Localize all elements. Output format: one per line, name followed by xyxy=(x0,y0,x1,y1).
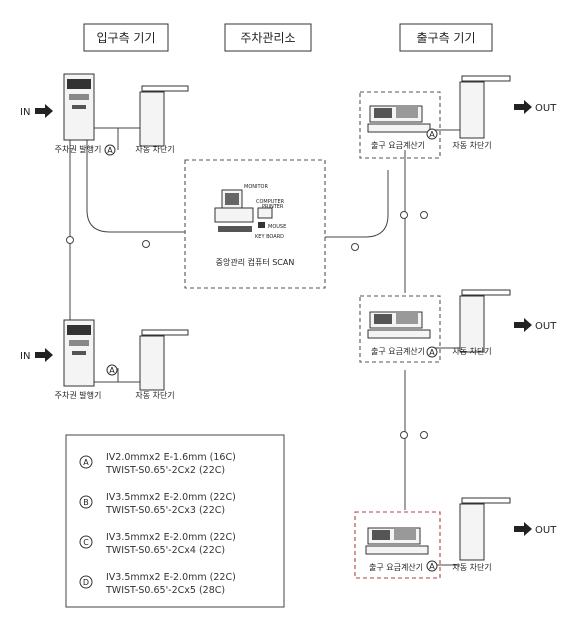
header-exit-text: 출구측 기기 xyxy=(416,31,475,45)
in-arrow-1: IN xyxy=(20,104,53,118)
junction-markers xyxy=(66,211,428,439)
computer-label: COMPUTER xyxy=(256,199,285,205)
central-computer-label: 중앙관리 컴퓨터 SCAN xyxy=(216,257,295,267)
svg-text:C: C xyxy=(83,538,89,547)
wiring xyxy=(69,127,460,566)
marker-a-entry-2: A xyxy=(106,364,118,376)
legend-item-d: D IV3.5mmx2 E-2.0mm (22C) TWIST-S0.65'-2… xyxy=(79,572,236,596)
ticket-issuer-label-2: 주차권 발행기 xyxy=(55,390,102,400)
barrier-label-entry-1: 자동 차단기 xyxy=(135,144,174,154)
in-label-2: IN xyxy=(20,351,30,362)
legend-item-c: C IV3.5mmx2 E-2.0mm (22C) TWIST-S0.65'-2… xyxy=(79,532,236,556)
svg-text:D: D xyxy=(83,578,89,587)
ticket-issuer-2: 주차권 발행기 xyxy=(55,319,102,400)
out-arrow-2: OUT xyxy=(514,318,557,332)
exit-calculator-1: 출구 요금계산기 xyxy=(359,91,441,159)
exit-calculator-3: 출구 요금계산기 xyxy=(354,511,441,579)
header-center-text: 주차관리소 xyxy=(240,31,295,45)
ticket-issuer-1: 주차권 발행기 xyxy=(55,73,102,154)
printer-label: PRINTER xyxy=(262,204,284,210)
header-entry: 입구측 기기 xyxy=(83,23,169,52)
barrier-label-exit-1: 자동 차단기 xyxy=(452,140,491,150)
barrier-label-exit-3: 자동 차단기 xyxy=(452,562,491,572)
barrier-entry-2: 자동 차단기 xyxy=(135,329,189,400)
cable-legend: A IV2.0mmx2 E-1.6mm (16C) TWIST-S0.65'-2… xyxy=(65,434,285,608)
ticket-issuer-label-1: 주차권 발행기 xyxy=(55,144,102,154)
exit-calculator-label-1: 출구 요금계산기 xyxy=(371,140,425,150)
barrier-label-exit-2: 자동 차단기 xyxy=(452,346,491,356)
svg-text:B: B xyxy=(83,498,89,507)
marker-a-exit-1: A xyxy=(426,128,438,140)
marker-a-entry-1: A xyxy=(104,144,116,156)
legend-item-b: B IV3.5mmx2 E-2.0mm (22C) TWIST-S0.65'-2… xyxy=(79,492,236,516)
out-arrow-1: OUT xyxy=(514,100,557,114)
legend-b-line1: IV3.5mmx2 E-2.0mm (22C) xyxy=(106,492,236,503)
barrier-exit-3: 자동 차단기 xyxy=(452,497,511,572)
keyboard-label: KEY BOARD xyxy=(255,234,284,240)
legend-a-line1: IV2.0mmx2 E-1.6mm (16C) xyxy=(106,452,236,463)
out-arrow-3: OUT xyxy=(514,522,557,536)
barrier-label-entry-2: 자동 차단기 xyxy=(135,390,174,400)
marker-a-exit-3: A xyxy=(426,560,438,572)
header-center: 주차관리소 xyxy=(224,23,312,52)
svg-text:A: A xyxy=(429,130,435,139)
mouse-label: MOUSE xyxy=(268,224,286,230)
svg-text:A: A xyxy=(109,366,115,375)
legend-c-line2: TWIST-S0.65'-2Cx4 (22C) xyxy=(105,545,225,556)
legend-d-line2: TWIST-S0.65'-2Cx5 (28C) xyxy=(105,585,225,596)
in-label-1: IN xyxy=(20,107,30,118)
out-label-2: OUT xyxy=(535,321,557,332)
header-exit: 출구측 기기 xyxy=(399,23,493,52)
barrier-exit-2: 자동 차단기 xyxy=(452,289,511,356)
svg-text:A: A xyxy=(429,348,435,357)
legend-d-line1: IV3.5mmx2 E-2.0mm (22C) xyxy=(106,572,236,583)
legend-b-line2: TWIST-S0.65'-2Cx3 (22C) xyxy=(105,505,225,516)
central-management-box: MONITOR COMPUTER PRINTER MOUSE KEY BOARD… xyxy=(184,159,326,289)
out-label-3: OUT xyxy=(535,525,557,536)
exit-calculator-2: 출구 요금계산기 xyxy=(359,295,441,363)
barrier-entry-1: 자동 차단기 xyxy=(135,85,189,154)
exit-calculator-label-3: 출구 요금계산기 xyxy=(369,562,423,572)
legend-a-line2: TWIST-S0.65'-2Cx2 (22C) xyxy=(105,465,225,476)
exit-calculator-label-2: 출구 요금계산기 xyxy=(371,346,425,356)
legend-c-line1: IV3.5mmx2 E-2.0mm (22C) xyxy=(106,532,236,543)
barrier-exit-1: 자동 차단기 xyxy=(452,75,511,150)
out-label-1: OUT xyxy=(535,103,557,114)
svg-text:A: A xyxy=(107,146,113,155)
header-entry-text: 입구측 기기 xyxy=(96,31,155,45)
svg-text:A: A xyxy=(83,458,89,467)
in-arrow-2: IN xyxy=(20,348,53,362)
svg-text:A: A xyxy=(429,562,435,571)
monitor-label: MONITOR xyxy=(244,184,268,190)
legend-item-a: A IV2.0mmx2 E-1.6mm (16C) TWIST-S0.65'-2… xyxy=(79,452,236,476)
marker-a-exit-2: A xyxy=(426,346,438,358)
